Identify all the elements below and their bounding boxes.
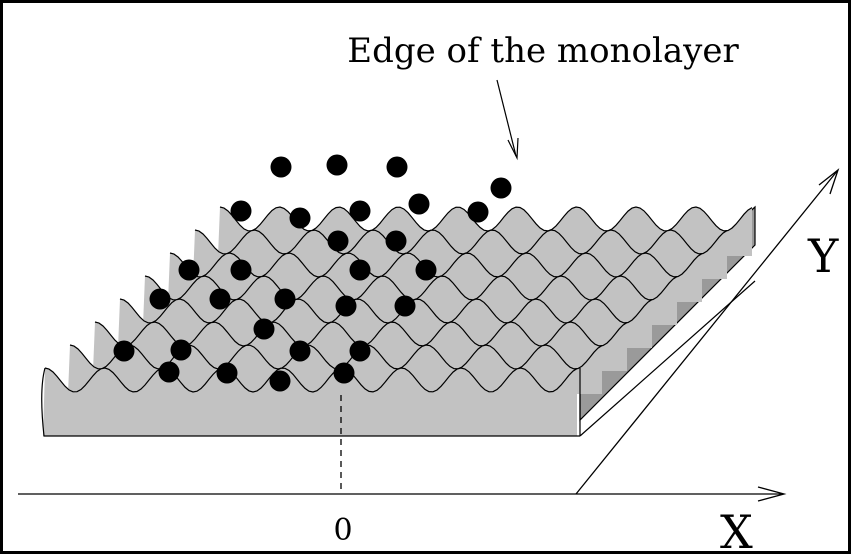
particle-dot [170,339,192,361]
particle-dot [408,193,430,215]
particle-dot [385,230,407,252]
particle-dot [490,177,512,199]
edge-annotation-arrow [496,79,519,161]
particle-dot [270,156,292,178]
x-axis-arrowhead [757,486,787,502]
particle-dot [178,259,200,281]
particle-dot [326,154,348,176]
y-axis-arrowhead [818,168,840,195]
particle-dot [349,340,371,362]
particle-dot [158,361,180,383]
surface-row-line [194,229,728,255]
particle-dot [349,200,371,222]
particle-dot [333,362,355,384]
particle-dot [216,362,238,384]
y-axis [575,168,840,495]
particle-dot [230,200,252,222]
particle-dot [335,295,357,317]
edge-annotation-label: Edge of the monolayer [347,31,739,71]
particle-dot [209,288,231,310]
surface-side-bottom-edge [579,280,756,437]
particle-dot [394,295,416,317]
surface-row-line [219,206,753,232]
particle-dot [113,340,135,362]
particle-dot [349,259,371,281]
particle-dot [327,230,349,252]
particle-layer [113,154,512,392]
surface-row-line [119,298,653,324]
particle-dot [289,207,311,229]
particle-dot [274,288,296,310]
y-axis-label: Y [807,229,839,283]
particle-dot [467,201,489,223]
origin-label: 0 [333,513,352,548]
x-axis [18,486,787,502]
particle-dot [289,340,311,362]
surface-row-line [44,367,578,393]
particle-dot [253,318,275,340]
surface-row-line [169,252,703,278]
surface-row-fill [43,368,577,436]
particle-dot [149,288,171,310]
particle-dot [230,259,252,281]
x-axis-label: X [720,505,753,554]
particle-dot [415,259,437,281]
surface-front-edge [41,367,580,437]
particle-dot [269,370,291,392]
particle-dot [386,156,408,178]
